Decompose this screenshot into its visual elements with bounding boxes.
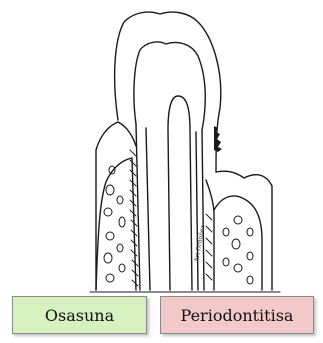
dentin-outline: [134, 42, 205, 130]
root-left-inner: [146, 128, 150, 290]
diseased-gingiva: [216, 171, 272, 290]
healthy-bone-outline: [96, 158, 136, 290]
healthy-bone-trabeculae: [104, 166, 125, 282]
root-right-outline: [202, 130, 204, 290]
healthy-label: Osasuna: [12, 296, 147, 334]
calculus-deposits: [214, 126, 222, 152]
diseased-periodontal-ligament: [206, 214, 212, 280]
periodontitis-label: Periodontitisa: [160, 296, 314, 334]
pulp-canal: [168, 96, 192, 290]
artist-signature: Ari Ordóñez: [193, 225, 206, 263]
diseased-bone-outline: [214, 196, 262, 290]
root-right-inner: [196, 132, 198, 290]
periodontal-pocket: [206, 180, 214, 290]
healthy-gingiva: [96, 122, 136, 290]
diseased-bone-trabeculae: [223, 216, 253, 284]
